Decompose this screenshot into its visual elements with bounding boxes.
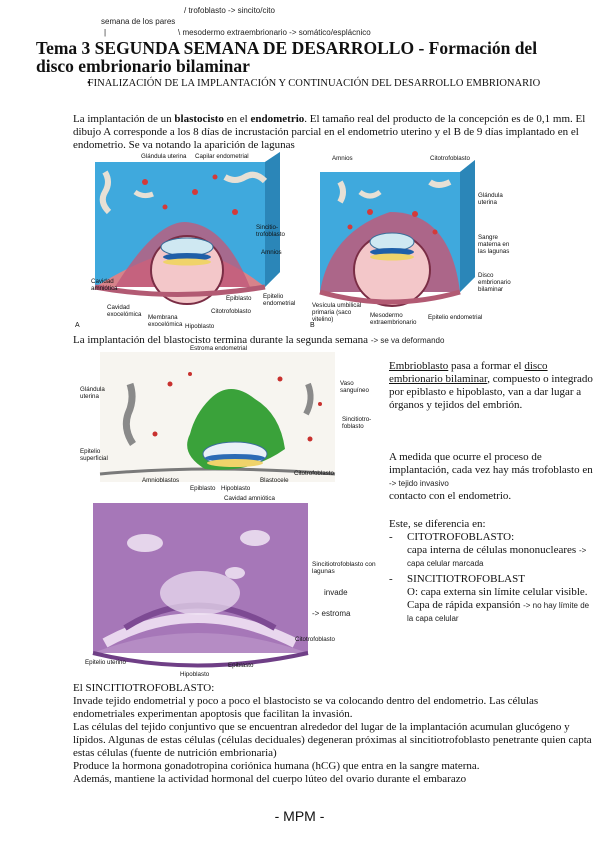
figc-label-vaso: Vaso sanguíneo: [340, 380, 369, 394]
figa-label-epitelio: Epitelio endometrial: [263, 293, 296, 307]
handnote-semana: semana de los pares: [101, 17, 176, 26]
handnote-mesodermo: \ mesodermo extraembrionario -> somático…: [178, 28, 371, 37]
figc-label-sincitio: Sincitiotro-foblasto: [342, 416, 372, 430]
figa-label-cavidad-exocelomica: Cavidad exocelómica: [107, 304, 142, 318]
figa-label-capilar: Capilar endometrial: [195, 153, 249, 160]
figd-handnote-invade: invade: [324, 588, 348, 597]
figc-label-blastocele: Blastocele: [260, 477, 289, 484]
figa-label-epiblasto: Epiblasto: [226, 295, 252, 302]
side-paragraph-2: A medida que ocurre el proceso de implan…: [389, 451, 593, 502]
figb-label-vesicula: Vesícula umbilical primaria (saco viteli…: [312, 302, 362, 323]
figc-label-cavidad: Cavidad amniótica: [224, 495, 275, 502]
figb-label-glandula: Glándula uterina: [478, 192, 503, 206]
figd-handnote-estroma: -> estroma: [312, 609, 351, 618]
intro-paragraph: La implantación de un blastocisto en el …: [73, 113, 586, 151]
figure-d-micrograph: [92, 503, 309, 668]
figa-letter: A: [75, 322, 80, 329]
figc-label-citotrofoblasto: Citotrofoblasto: [294, 470, 334, 477]
figb-label-disco: Disco embrionario bilaminar: [478, 272, 511, 293]
figd-label-epitelio: Epitelio uterino: [85, 659, 126, 666]
side-dash-2: -: [389, 573, 393, 585]
figa-label-sincitio: Sincitio-trofoblasto: [256, 224, 285, 238]
bottom-line-3: Produce la hormona gonadotropina corióni…: [73, 760, 480, 772]
figb-letter: B: [310, 322, 315, 329]
figa-label-citotrofoblasto: Citotrofoblasto: [211, 308, 251, 315]
figb-label-mesodermo: Mesodermo extraembrionario: [370, 312, 417, 326]
figa-label-hipoblasto: Hipoblasto: [185, 323, 215, 330]
figb-label-sangre: Sangre materna en las lagunas: [478, 234, 510, 255]
figure-a-illustration: [94, 152, 280, 305]
figure-d: Sincitiotrofoblasto con lagunas invade -…: [85, 503, 385, 681]
figc-label-epiblasto: Epiblasto: [190, 485, 216, 492]
figc-label-estroma: Estroma endometrial: [190, 345, 248, 352]
figd-label-sincitio: Sincitiotrofoblasto con lagunas: [312, 561, 376, 575]
figc-label-glandula: Glándula uterina: [80, 386, 105, 400]
side-list-item-sincitio: SINCITIOTROFOBLAST O: capa externa sin l…: [407, 573, 590, 623]
figb-label-epitelio: Epitelio endometrial: [428, 314, 483, 321]
mid-paragraph: La implantación del blastocisto termina …: [73, 334, 445, 346]
figa-label-cavidad-amniotica: Cavidad amniótica: [91, 278, 118, 292]
figure-a: Glándula uterina Capilar endometrial Sin…: [75, 152, 300, 330]
bottom-section: El SINCITIOTROFOBLASTO: Invade tejido en…: [73, 682, 593, 786]
figb-label-citotrofoblasto: Citotrofoblasto: [430, 155, 470, 162]
figa-label-membrana: Membrana exocelómica: [148, 314, 183, 328]
bottom-line-4: Además, mantiene la actividad hormonal d…: [73, 773, 467, 785]
figd-label-epiblasto: Epiblasto: [228, 662, 254, 669]
figure-b-illustration: [319, 160, 475, 307]
section-heading: FINALIZACIÓN DE LA IMPLANTACIÓN Y CONTIN…: [87, 78, 541, 89]
side-list-item-cito: CITOTROFOBLASTO: capa interna de células…: [407, 531, 587, 568]
side-dash-1: -: [389, 531, 393, 543]
figure-b: Amnios Citotrofoblasto Glándula uterina …: [310, 152, 520, 330]
figd-label-citotrofoblasto: Citotrofoblasto: [295, 636, 335, 643]
figc-label-epitelio: Epitelio superficial: [80, 448, 108, 462]
figc-label-amnioblastos: Amnioblastos: [142, 477, 180, 484]
bottom-line-2: Las células del tejido conjuntivo que se…: [73, 721, 592, 759]
figc-label-hipoblasto: Hipoblasto: [221, 485, 251, 492]
bottom-line-1: Invade tejido endometrial y poco a poco …: [73, 695, 539, 720]
bullet-dot: •: [87, 78, 91, 89]
handnote-trofoblasto: / trofoblasto -> sincito/cito: [184, 6, 275, 15]
figa-label-glandula: Glándula uterina: [141, 153, 187, 160]
figure-c-illustration: [99, 352, 336, 482]
page-title: Tema 3 SEGUNDA SEMANA DE DESARROLLO - Fo…: [36, 38, 538, 76]
figb-label-amnios: Amnios: [332, 155, 353, 162]
page-footer: - MPM -: [274, 808, 325, 824]
side-paragraph-3: Este, se diferencia en:: [389, 518, 486, 530]
figd-label-hipoblasto: Hipoblasto: [180, 671, 210, 678]
figure-c: Estroma endometrial Glándula uterina Vas…: [80, 344, 380, 506]
mid-handnote: -> se va deformando: [370, 336, 445, 345]
side-paragraph-1: Embrioblasto pasa a formar el disco embr…: [389, 360, 593, 411]
handnote-bar: |: [104, 28, 107, 37]
bottom-heading: El SINCITIOTROFOBLASTO:: [73, 682, 215, 694]
figa-label-amnios: Amnios: [261, 249, 282, 256]
